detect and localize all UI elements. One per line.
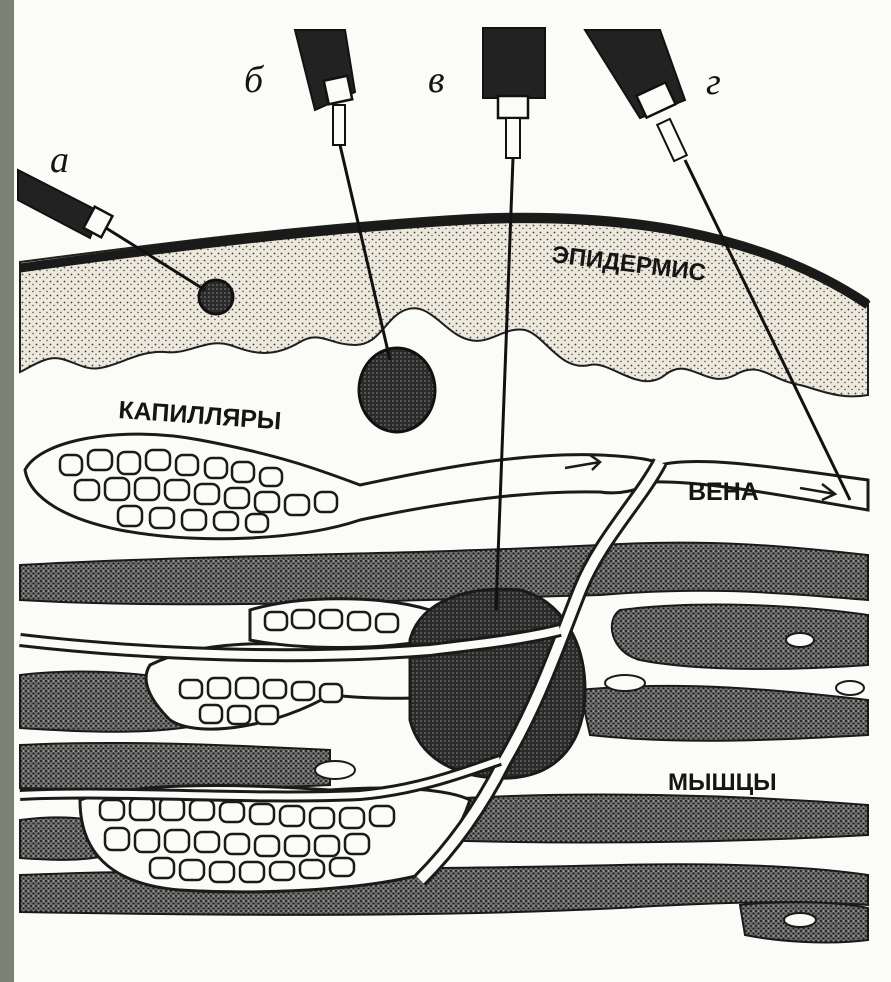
subcutaneous-depot [359, 348, 435, 432]
intradermal-papule [199, 280, 233, 314]
needle-letter-a: а [50, 139, 69, 181]
epidermis-layer [20, 214, 868, 397]
label-muscles: МЫШЦЫ [668, 769, 777, 796]
needle-letter-b: б [244, 59, 265, 101]
label-capillaries: КАПИЛЛЯРЫ [118, 396, 283, 435]
intramuscular-depot [410, 589, 585, 778]
needle-letter-g: г [706, 61, 721, 103]
needle-letter-v: в [428, 59, 445, 101]
label-vein: ВЕНА [688, 478, 759, 506]
